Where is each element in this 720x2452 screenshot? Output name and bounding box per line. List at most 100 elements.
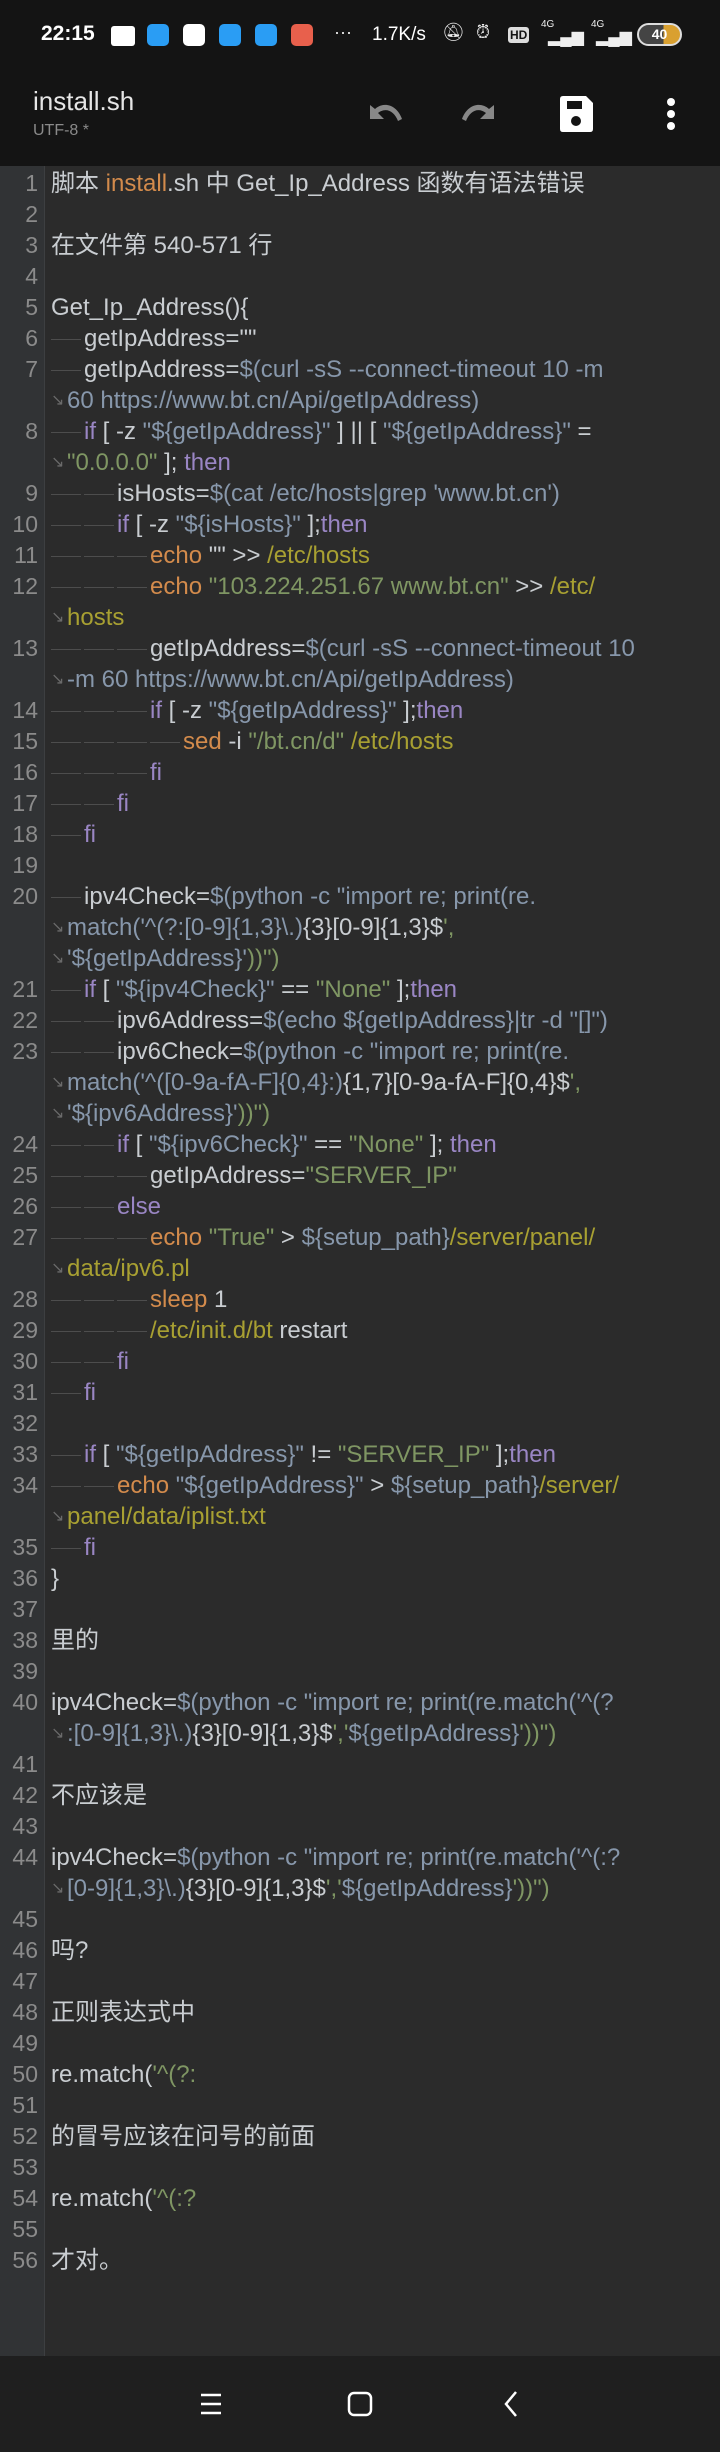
code-line-wrap[interactable]: ↘'${ipv6Address}'))") xyxy=(0,1098,720,1129)
line-number: 20 xyxy=(12,883,38,909)
line-number: 36 xyxy=(12,1565,38,1591)
code-line[interactable]: 36} xyxy=(0,1563,720,1594)
code-token: ${getIpAddress} xyxy=(341,1875,513,1902)
code-line-wrap[interactable]: ↘hosts xyxy=(0,602,720,633)
soft-wrap-icon: ↘ xyxy=(51,609,65,626)
code-token: isHosts= xyxy=(117,480,210,507)
code-line-wrap[interactable]: ↘"0.0.0.0" ]; then xyxy=(0,447,720,478)
indent-guide xyxy=(51,757,150,788)
code-line[interactable]: 45 xyxy=(0,1904,720,1935)
code-line-wrap[interactable]: ↘60 https://www.bt.cn/Api/getIpAddress) xyxy=(0,385,720,416)
code-token: "None" xyxy=(348,1131,424,1158)
code-line[interactable]: 29/etc/init.d/bt restart xyxy=(0,1315,720,1346)
code-line[interactable]: 49 xyxy=(0,2028,720,2059)
home-button[interactable] xyxy=(340,2384,380,2424)
code-line[interactable]: 43 xyxy=(0,1811,720,1842)
code-line[interactable]: 19 xyxy=(0,850,720,881)
back-chevron-icon xyxy=(504,2391,517,2417)
more-options-button[interactable] xyxy=(649,92,693,136)
code-line-wrap[interactable]: ↘'${getIpAddress}'))") xyxy=(0,943,720,974)
code-line-wrap[interactable]: ↘[0-9]{1,3}\.){3}[0-9]{1,3}$','${getIpAd… xyxy=(0,1873,720,1904)
code-token: "None" xyxy=(315,976,391,1003)
indent-guide xyxy=(51,354,84,385)
code-line[interactable]: 41 xyxy=(0,1749,720,1780)
code-token: sed xyxy=(183,728,222,755)
line-number: 1 xyxy=(25,170,38,196)
code-line[interactable]: 37 xyxy=(0,1594,720,1625)
code-content: 里的 xyxy=(51,1625,99,1656)
code-line[interactable]: 47 xyxy=(0,1966,720,1997)
code-line[interactable]: 4 xyxy=(0,261,720,292)
code-line-wrap[interactable]: ↘-m 60 https://www.bt.cn/Api/getIpAddres… xyxy=(0,664,720,695)
code-line-wrap[interactable]: ↘data/ipv6.pl xyxy=(0,1253,720,1284)
code-content: ↘match('^([0-9a-fA-F]{0,4}:){1,7}[0-9a-f… xyxy=(51,1067,581,1098)
alarm-icon: ⏰︎ xyxy=(476,22,491,42)
code-line-wrap[interactable]: ↘match('^([0-9a-fA-F]{0,4}:){1,7}[0-9a-f… xyxy=(0,1067,720,1098)
code-line-wrap[interactable]: ↘:[0-9]{1,3}\.){3}[0-9]{1,3}$','${getIpA… xyxy=(0,1718,720,1749)
line-number: 15 xyxy=(12,728,38,754)
code-line[interactable]: 53 xyxy=(0,2152,720,2183)
code-line[interactable]: 39 xyxy=(0,1656,720,1687)
code-line-wrap[interactable]: ↘panel/data/iplist.txt xyxy=(0,1501,720,1532)
back-button[interactable] xyxy=(491,2384,531,2424)
code-line-wrap[interactable]: ↘match('^(?:[0-9]{1,3}\.){3}[0-9]{1,3}$'… xyxy=(0,912,720,943)
line-number: 30 xyxy=(12,1348,38,1374)
code-line[interactable]: 32 xyxy=(0,1408,720,1439)
undo-button[interactable] xyxy=(362,92,406,136)
code-line[interactable]: 51 xyxy=(0,2090,720,2121)
message-notification-icon xyxy=(111,26,135,46)
code-token: /server/panel/ xyxy=(449,1224,596,1251)
code-line[interactable]: 55 xyxy=(0,2214,720,2245)
recent-apps-button[interactable] xyxy=(191,2384,231,2424)
code-token xyxy=(169,1472,176,1499)
line-number: 8 xyxy=(25,418,38,444)
code-content: fi xyxy=(51,1532,96,1563)
code-line[interactable]: 2 xyxy=(0,199,720,230)
redo-button[interactable] xyxy=(458,92,502,136)
code-token: '^(:? xyxy=(152,2185,197,2212)
save-button[interactable] xyxy=(554,92,598,136)
